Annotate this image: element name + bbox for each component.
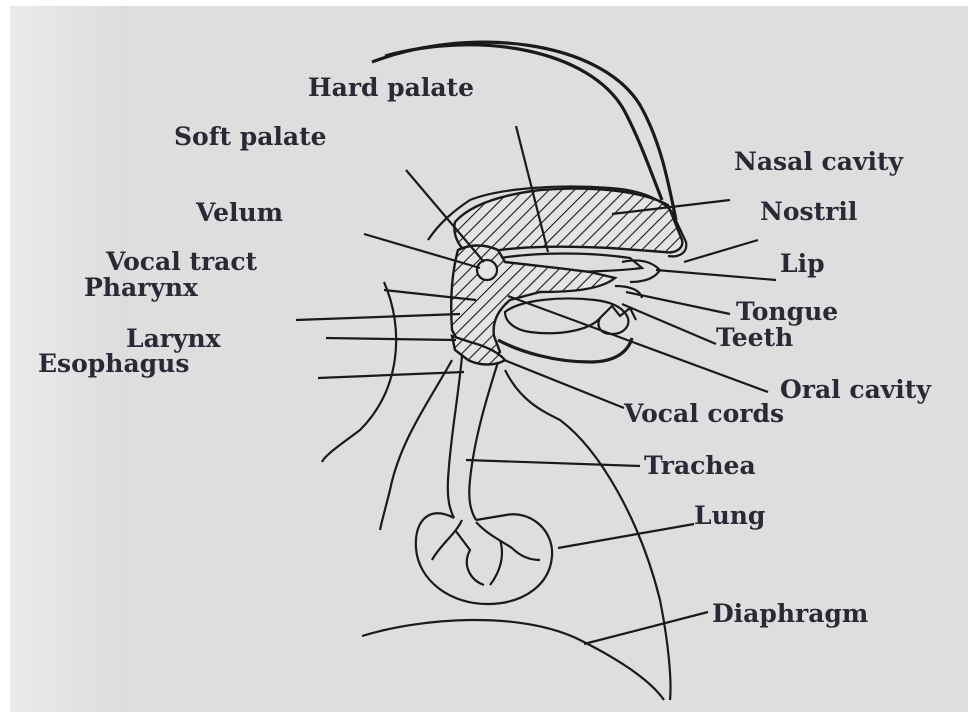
label-nasal-cavity: Nasal cavity (734, 147, 905, 176)
label-diaphragm: Diaphragm (712, 599, 868, 628)
head-outline-inner (385, 45, 662, 200)
diaphragm-line (362, 620, 664, 700)
label-nostril: Nostril (760, 197, 857, 226)
label-hard-palate: Hard palate (308, 73, 474, 102)
oral-cavity-shape (505, 299, 628, 335)
jaw-outline (498, 338, 632, 362)
label-esophagus: Esophagus (38, 349, 189, 378)
leader-lines (296, 126, 776, 644)
label-lip: Lip (780, 249, 825, 278)
trachea-left (448, 356, 462, 518)
neck-back-line (322, 282, 396, 462)
label-vocal-cords: Vocal cords (623, 399, 784, 428)
label-oral-cavity: Oral cavity (780, 375, 932, 404)
label-pharynx: Pharynx (84, 273, 199, 302)
label-trachea: Trachea (644, 451, 756, 480)
esophagus-line (380, 360, 452, 530)
label-vocal-tract: Vocal tract (105, 247, 258, 276)
label-teeth: Teeth (716, 323, 793, 352)
anatomy-outline (322, 42, 686, 700)
label-velum: Velum (195, 198, 283, 227)
bronchi-shape (432, 520, 540, 585)
label-lung: Lung (694, 501, 765, 530)
lip-shape (622, 260, 660, 282)
label-tongue: Tongue (736, 297, 838, 326)
label-soft-palate: Soft palate (174, 122, 327, 151)
trachea-right (469, 362, 498, 520)
